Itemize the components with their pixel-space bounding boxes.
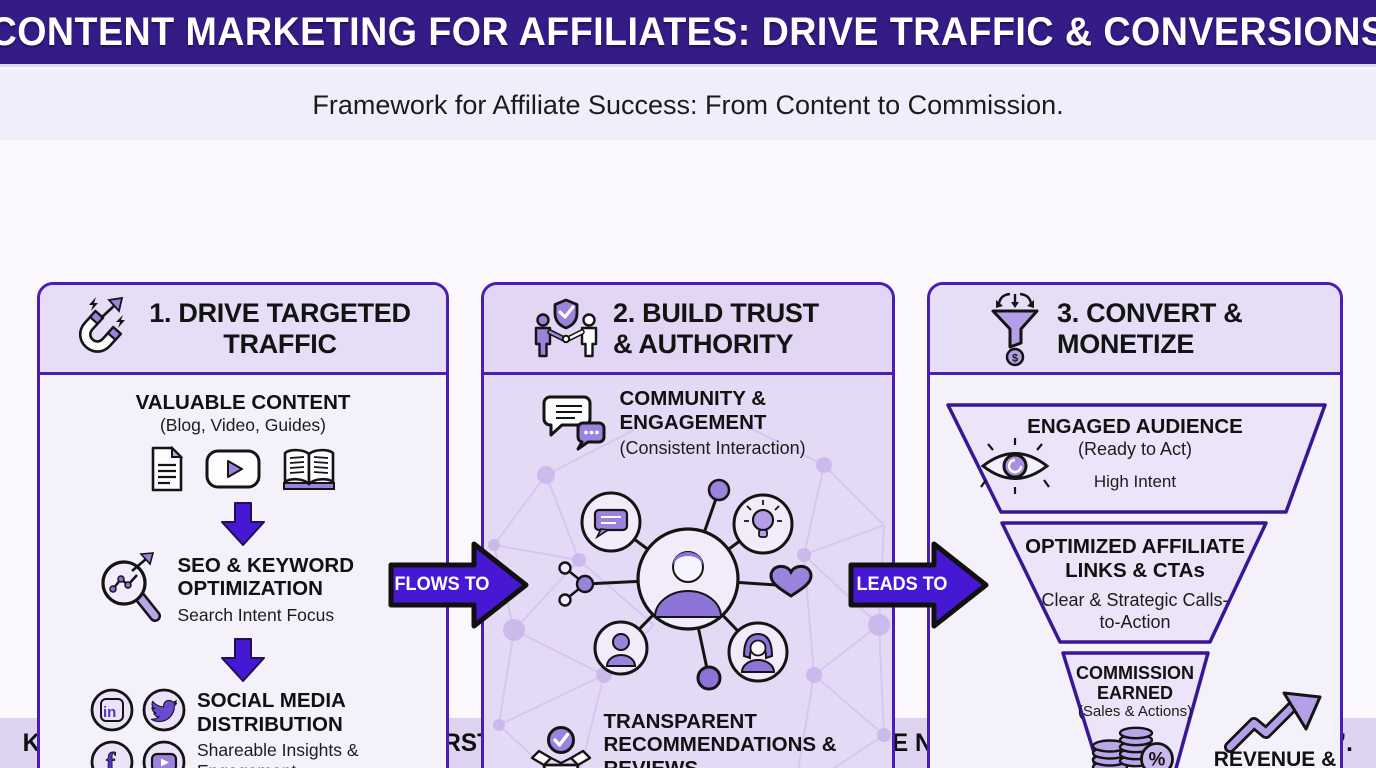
trend-up-arrow-icon xyxy=(1224,691,1322,753)
panel3-body: ENGAGED AUDIENCE (Ready to Act) High Int… xyxy=(930,375,1340,768)
coins-percent-icon: % xyxy=(1080,715,1180,768)
panel2-header: 2. BUILD TRUST & AUTHORITY xyxy=(484,285,892,375)
panel2-body: COMMUNITY & ENGAGEMENT (Consistent Inter… xyxy=(484,375,892,768)
panel2-content: COMMUNITY & ENGAGEMENT (Consistent Inter… xyxy=(484,375,892,768)
stage-title: COMMISSION EARNED xyxy=(1075,663,1194,704)
step-title: COMMUNITY & ENGAGEMENT xyxy=(619,387,767,434)
magnet-icon xyxy=(65,296,127,362)
chat-bubbles-icon xyxy=(542,393,610,453)
funnel-stage-affiliate-links: OPTIMIZED AFFILIATE LINKS & CTAs Clear &… xyxy=(930,535,1340,633)
step-text: SOCIAL MEDIA DISTRIBUTION Shareable Insi… xyxy=(197,689,397,768)
panel1-header: 1. DRIVE TARGETED TRAFFIC xyxy=(40,285,446,375)
page-subtitle: Framework for Affiliate Success: From Co… xyxy=(312,89,1064,120)
step-text: TRANSPARENT RECOMMENDATIONS & REVIEWS Ho… xyxy=(604,710,849,768)
step-subtitle: (Blog, Video, Guides) xyxy=(159,414,327,435)
stage-subtitle: (Ready to Act) xyxy=(1077,438,1193,459)
conversion-funnel-graphic xyxy=(946,403,1327,768)
document-icon xyxy=(148,445,186,493)
twitter-icon xyxy=(141,687,187,733)
main-canvas: 1. DRIVE TARGETED TRAFFIC VALUABLE CONTE… xyxy=(0,140,1376,768)
eye-icon xyxy=(976,437,1054,495)
step-text: COMMUNITY & ENGAGEMENT (Consistent Inter… xyxy=(620,387,835,460)
stage-title: OPTIMIZED AFFILIATE LINKS & CTAs xyxy=(1025,535,1245,582)
step-valuable-content: VALUABLE CONTENT (Blog, Video, Guides) xyxy=(135,391,351,493)
stage-subtitle: Clear & Strategic Calls-to-Action xyxy=(1041,590,1229,632)
panel-build-trust-authority: 2. BUILD TRUST & AUTHORITY xyxy=(481,282,895,768)
flows-to-label: FLOWS TO xyxy=(394,574,490,595)
step-subtitle: (Consistent Interaction) xyxy=(619,438,806,459)
step-transparent-recommendations: TRANSPARENT RECOMMENDATIONS & REVIEWS Ho… xyxy=(528,710,849,768)
funnel-stage-commission-earned: COMMISSION EARNED (Sales & Actions) xyxy=(930,663,1340,720)
down-arrow-icon xyxy=(221,637,265,682)
leads-to-arrow: LEADS TO xyxy=(848,538,990,632)
open-box-check-icon xyxy=(528,725,594,768)
stage-subtitle: (Sales & Actions) xyxy=(1077,703,1193,721)
step-subtitle: Shareable Insights & Engagement xyxy=(197,740,359,768)
video-play-icon xyxy=(204,448,262,490)
panel1-heading: 1. DRIVE TARGETED TRAFFIC xyxy=(149,298,411,359)
social-icons: in xyxy=(89,687,187,768)
panel-convert-monetize: $ 3. CONVERT & MONETIZE xyxy=(927,282,1343,768)
content-format-icons xyxy=(148,445,338,493)
step-title: SEO & KEYWORD OPTIMIZATION xyxy=(177,553,355,601)
leads-to-label: LEADS TO xyxy=(856,574,948,595)
step-seo-keyword: SEO & KEYWORD OPTIMIZATION Search Intent… xyxy=(94,551,393,629)
stage-title: ENGAGED AUDIENCE xyxy=(1027,415,1243,438)
step-title: SOCIAL MEDIA DISTRIBUTION xyxy=(197,689,346,736)
step-subtitle: Search Intent Focus xyxy=(177,604,335,625)
step-social-media: in xyxy=(89,687,397,768)
panel1-body: VALUABLE CONTENT (Blog, Video, Guides) xyxy=(40,375,446,768)
stage-note: High Intent xyxy=(1093,472,1177,492)
page-title: CONTENT MARKETING FOR AFFILIATES: DRIVE … xyxy=(0,9,1376,54)
youtube-icon xyxy=(141,739,187,768)
svg-text:$: $ xyxy=(1012,352,1018,364)
step-title: TRANSPARENT RECOMMENDATIONS & REVIEWS xyxy=(603,709,837,768)
flows-to-arrow: FLOWS TO xyxy=(388,538,530,632)
step-community-engagement: COMMUNITY & ENGAGEMENT (Consistent Inter… xyxy=(542,387,835,460)
magnifier-chart-icon xyxy=(94,551,168,629)
title-banner: CONTENT MARKETING FOR AFFILIATES: DRIVE … xyxy=(0,0,1376,67)
step-title: VALUABLE CONTENT xyxy=(135,391,351,414)
community-network-graphic xyxy=(558,478,813,691)
panel3-header: $ 3. CONVERT & MONETIZE xyxy=(930,285,1340,375)
down-arrow-icon xyxy=(221,501,265,546)
funnel-dollar-icon: $ xyxy=(985,291,1045,367)
svg-text:%: % xyxy=(1149,750,1166,768)
svg-text:in: in xyxy=(103,704,116,721)
revenue-growth-label: REVENUE & GROWTH xyxy=(1213,748,1337,768)
subtitle-strip: Framework for Affiliate Success: From Co… xyxy=(0,70,1376,140)
funnel-stage-engaged-audience: ENGAGED AUDIENCE (Ready to Act) High Int… xyxy=(930,415,1340,493)
step-text: SEO & KEYWORD OPTIMIZATION Search Intent… xyxy=(178,554,393,626)
handshake-shield-icon xyxy=(531,298,601,360)
linkedin-icon: in xyxy=(89,687,135,733)
network-background xyxy=(488,424,891,768)
facebook-icon: f xyxy=(89,739,135,768)
panel3-heading: 3. CONVERT & MONETIZE xyxy=(1057,298,1243,359)
open-book-icon xyxy=(280,446,338,492)
svg-text:f: f xyxy=(106,748,116,768)
panel2-heading: 2. BUILD TRUST & AUTHORITY xyxy=(613,298,819,359)
panel-drive-targeted-traffic: 1. DRIVE TARGETED TRAFFIC VALUABLE CONTE… xyxy=(37,282,449,768)
